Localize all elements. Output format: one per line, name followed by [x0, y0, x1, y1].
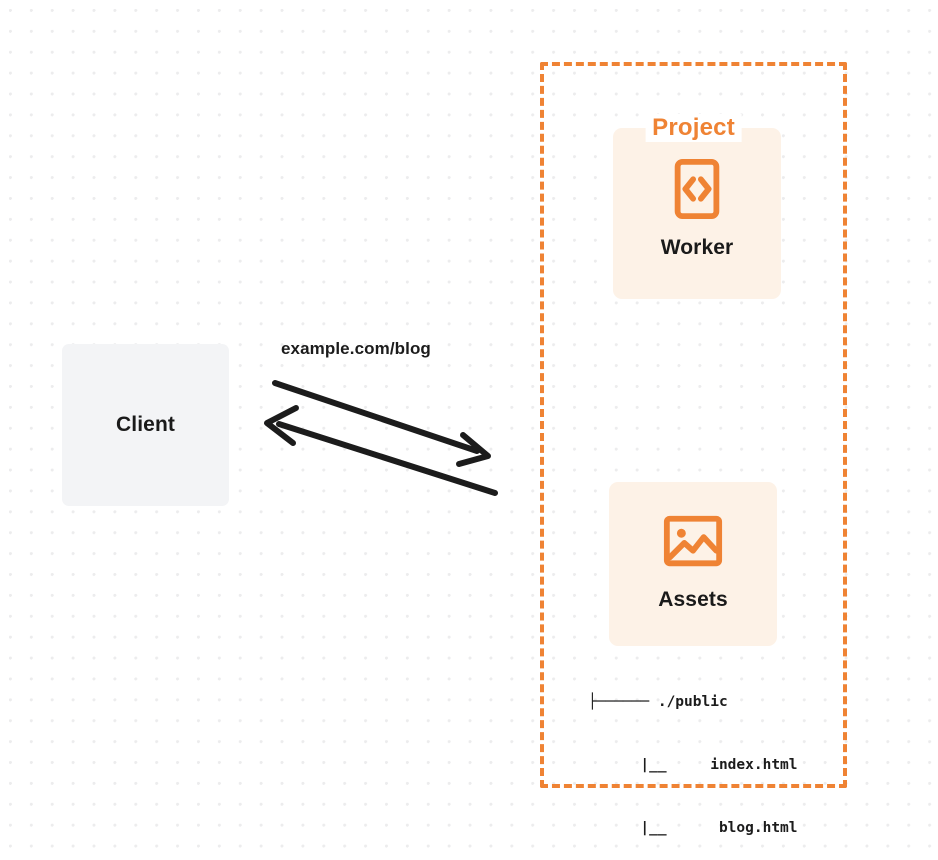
- assets-card[interactable]: Assets: [609, 482, 777, 646]
- client-node[interactable]: Client: [62, 344, 229, 506]
- file-tree-line: |__ blog.html: [588, 820, 798, 836]
- project-container: Project: [540, 62, 847, 788]
- assets-file-tree: ├────── ./public |__ index.html |__ blog…: [588, 650, 798, 860]
- file-tree-line: |__ index.html: [588, 757, 798, 773]
- client-label: Client: [116, 413, 175, 436]
- file-tree-line: ├────── ./public: [588, 694, 728, 710]
- response-arrow: [264, 405, 498, 496]
- project-title: Project: [645, 114, 742, 142]
- connection-label: example.com/blog: [281, 339, 431, 358]
- code-brackets-icon: [674, 158, 720, 220]
- worker-card-label: Worker: [660, 236, 734, 259]
- assets-card-label: Assets: [658, 588, 728, 611]
- worker-card[interactable]: Worker: [613, 128, 781, 299]
- request-arrow: [272, 380, 491, 467]
- image-icon: [663, 515, 723, 567]
